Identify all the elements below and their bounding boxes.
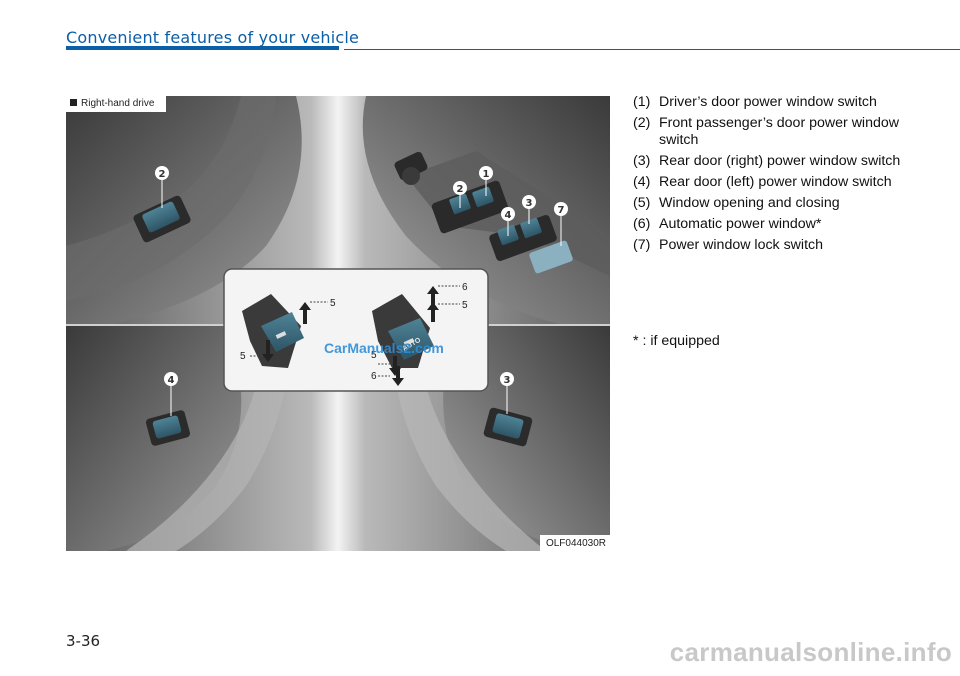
legend-num: (6) (633, 216, 651, 232)
inset-label-5-b: 5 (240, 351, 246, 362)
legend-text: Rear door (left) power window switch (659, 174, 892, 190)
legend-text: Front passenger’s door power window swit… (659, 115, 900, 148)
switch-detail-inset: 5 5 6 5 5 6 AUTO (223, 268, 489, 392)
legend-item: (4) Rear door (left) power window switch (633, 174, 933, 191)
legend-num: (2) (633, 115, 651, 131)
legend-num: (5) (633, 195, 651, 211)
figure-code: OLF044030R (539, 535, 610, 551)
legend-text: Rear door (right) power window switch (659, 153, 901, 169)
inset-label-6-b: 6 (371, 371, 377, 382)
inset-label-5-d: 5 (371, 350, 377, 361)
legend-num: (7) (633, 237, 651, 253)
legend-num: (3) (633, 153, 651, 169)
watermark: CarManuals2.com (324, 340, 444, 356)
header-rule-thin (344, 49, 960, 50)
callout-markers: 2 1 2 3 4 7 4 3 (155, 166, 568, 416)
callout-2-front-left: 2 (159, 169, 166, 180)
legend-text: Automatic power window* (659, 216, 822, 232)
legend-text: Driver’s door power window switch (659, 94, 877, 110)
legend-item: (7) Power window lock switch (633, 237, 933, 254)
legend-num: (1) (633, 94, 651, 110)
callout-3-upper: 3 (526, 198, 533, 209)
inset-label-5-a: 5 (330, 298, 336, 309)
figure-tag-text: Right-hand drive (81, 98, 155, 109)
legend-item: (1) Driver’s door power window switch (633, 94, 933, 111)
callout-2-right: 2 (457, 184, 464, 195)
figure-tag: Right-hand drive (66, 96, 167, 112)
legend-item: (6) Automatic power window* (633, 216, 933, 233)
callout-3-lower: 3 (504, 375, 511, 386)
footnote: * : if equipped (633, 333, 720, 349)
legend-text: Power window lock switch (659, 237, 824, 253)
square-bullet-icon (70, 99, 77, 106)
section-title: Convenient features of your vehicle (66, 28, 360, 47)
callout-4-upper: 4 (505, 210, 512, 221)
legend-item: (5) Window opening and closing (633, 195, 933, 212)
legend-num: (4) (633, 174, 651, 190)
window-switch-figure: 2 1 2 3 4 7 4 3 (66, 96, 610, 551)
legend-list: (1) Driver’s door power window switch (2)… (633, 94, 933, 258)
legend-text: Window opening and closing (659, 195, 840, 211)
header-rule-thick (66, 46, 339, 50)
inset-label-6-a: 6 (462, 282, 468, 293)
door-panels-illustration: 2 1 2 3 4 7 4 3 (66, 96, 610, 551)
callout-1: 1 (483, 169, 490, 180)
inset-label-5-c: 5 (462, 300, 468, 311)
callout-7: 7 (558, 205, 565, 216)
legend-item: (3) Rear door (right) power window switch (633, 153, 933, 170)
page-number: 3-36 (66, 632, 101, 650)
callout-4-lower: 4 (168, 375, 175, 386)
site-watermark: carmanualsonline.info (669, 637, 952, 667)
legend-item: (2) Front passenger’s door power window s… (633, 115, 933, 149)
